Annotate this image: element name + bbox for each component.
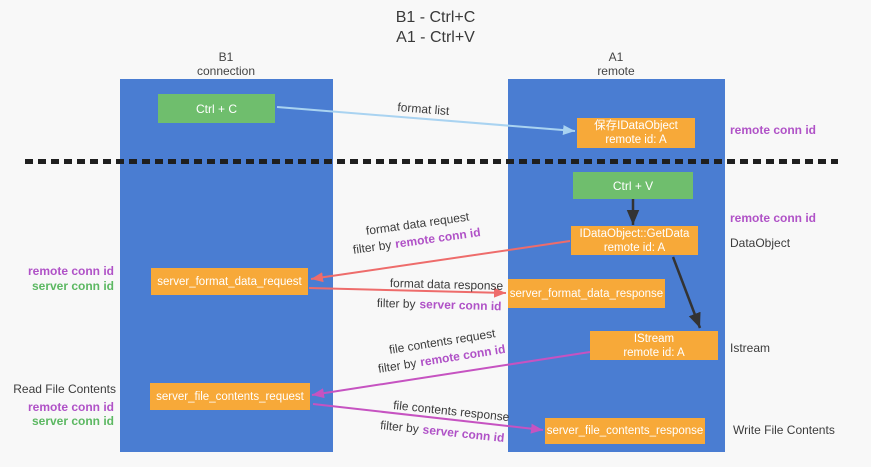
left-label-server-conn-id-2: server conn id [31, 414, 114, 428]
left-label-remote-conn-id-1: remote conn id [27, 264, 114, 278]
title-line-2: A1 - Ctrl+V [396, 29, 475, 46]
box-idataobject-getdata: IDataObject::GetData remote id: A [571, 226, 698, 255]
filter-by-text: filter by [379, 418, 420, 436]
box-server-format-data-request: server_format_data_request [151, 268, 308, 295]
lifeline-b1-name: B1 [218, 50, 234, 64]
server-format-data-response-label: server_format_data_response [509, 287, 664, 300]
filter-by-text: filter by [376, 296, 416, 312]
box-save-idataobject: 保存IDataObject remote id: A [577, 118, 695, 148]
lifeline-b1-role: connection [196, 64, 256, 78]
box-ctrl-c: Ctrl + C [158, 94, 275, 123]
server-file-contents-response-label: server_file_contents_response [546, 425, 704, 437]
box-server-format-data-response: server_format_data_response [508, 279, 665, 308]
save-idataobject-line1: 保存IDataObject [594, 120, 678, 132]
right-label-istream: Istream [730, 341, 771, 355]
ctrl-v-label: Ctrl + V [612, 178, 654, 193]
lifeline-header-a1: A1 remote [536, 50, 696, 78]
getdata-line2: remote id: A [603, 241, 666, 254]
filter-by-text: filter by [352, 237, 393, 257]
box-ctrl-v: Ctrl + V [573, 172, 693, 199]
right-label-write-file-contents: Write File Contents [733, 423, 835, 437]
left-label-read-file-contents: Read File Contents [13, 382, 116, 396]
istream-line2: remote id: A [623, 346, 685, 359]
box-istream: IStream remote id: A [590, 331, 718, 360]
box-server-file-contents-request: server_file_contents_request [150, 383, 310, 410]
title-line-1: B1 - Ctrl+C [395, 9, 476, 26]
filter-by-text: filter by [377, 355, 418, 376]
server-conn-id-text: server conn id [421, 422, 506, 445]
lifeline-header-b1: B1 connection [146, 50, 306, 78]
getdata-line1: IDataObject::GetData [579, 227, 690, 240]
server-file-contents-request-label: server_file_contents_request [156, 390, 304, 403]
server-conn-id-text: server conn id [419, 297, 502, 314]
server-format-data-request-label: server_format_data_request [157, 275, 302, 288]
left-label-server-conn-id-1: server conn id [31, 279, 114, 293]
arrow-label-format-list: format list [396, 100, 450, 119]
lifeline-a1-name: A1 [608, 50, 624, 64]
diagram-title: B1 - Ctrl+C A1 - Ctrl+V [0, 8, 871, 48]
save-idataobject-line2: remote id: A [605, 134, 667, 146]
istream-line1: IStream [633, 332, 675, 345]
lifeline-a1-role: remote [597, 64, 635, 78]
box-server-file-contents-response: server_file_contents_response [545, 418, 705, 444]
right-label-dataobject: DataObject [730, 236, 791, 250]
dashed-separator [25, 159, 838, 164]
arrow-label-format-data-response: format data response [389, 276, 504, 293]
left-label-remote-conn-id-2: remote conn id [27, 400, 114, 414]
ctrl-c-label: Ctrl + C [195, 101, 237, 116]
right-label-remote-conn-id-1: remote conn id [730, 123, 817, 137]
right-label-remote-conn-id-2: remote conn id [730, 211, 817, 225]
